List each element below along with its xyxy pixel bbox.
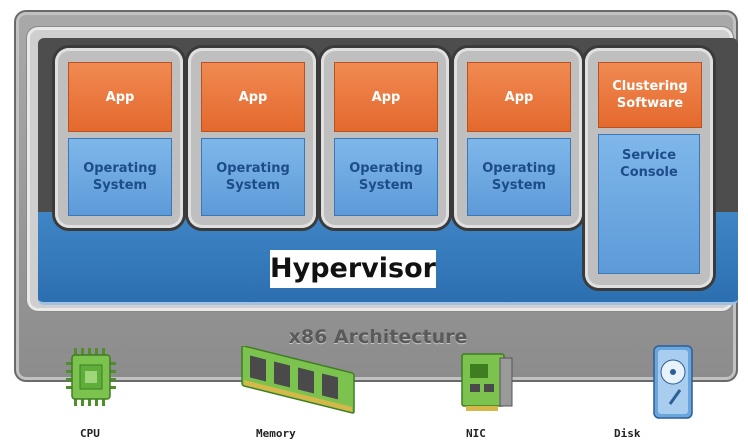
- virtual-machine-1: App Operating System: [55, 48, 183, 228]
- service-console-vm: Clustering Software Service Console: [585, 48, 713, 288]
- app-box: App: [201, 62, 305, 132]
- service-console-box: Service Console: [598, 134, 700, 274]
- cpu-chip-icon: [66, 348, 116, 406]
- disk-drive-icon: [653, 345, 693, 419]
- network-card-icon: [461, 353, 513, 411]
- virtual-machine-4: App Operating System: [454, 48, 582, 228]
- hypervisor-label: Hypervisor: [270, 250, 436, 288]
- app-box: App: [334, 62, 438, 132]
- operating-system-box: Operating System: [68, 138, 172, 216]
- operating-system-box: Operating System: [334, 138, 438, 216]
- cpu-label: CPU: [80, 427, 100, 440]
- memory-label: Memory: [256, 427, 296, 440]
- operating-system-box: Operating System: [201, 138, 305, 216]
- virtual-machine-2: App Operating System: [188, 48, 316, 228]
- clustering-software-box: Clustering Software: [598, 62, 702, 128]
- virtual-machine-3: App Operating System: [321, 48, 449, 228]
- disk-label: Disk: [614, 427, 641, 440]
- memory-module-icon: [241, 346, 355, 414]
- app-box: App: [467, 62, 571, 132]
- app-box: App: [68, 62, 172, 132]
- architecture-label: x86 Architecture: [288, 326, 468, 348]
- nic-label: NIC: [466, 427, 486, 440]
- operating-system-box: Operating System: [467, 138, 571, 216]
